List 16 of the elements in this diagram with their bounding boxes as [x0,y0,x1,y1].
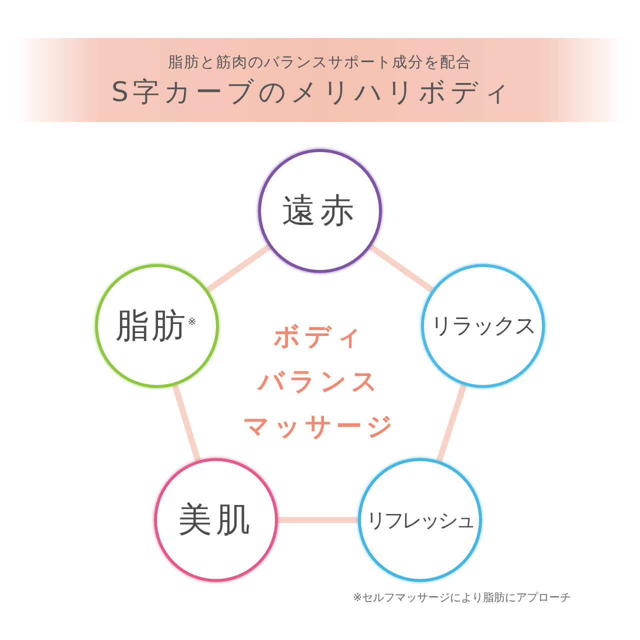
footnote: ※セルフマッサージにより脂肪にアプローチ [352,592,572,604]
circle-node: 遠赤 [258,149,382,273]
connector-line [436,384,467,462]
circle-node: 美肌 [154,458,278,582]
connector-line [278,517,358,523]
center-label: ボディ [274,322,366,352]
connector-line [368,244,434,293]
subtitle: 脂肪と筋肉のバランスサポート成分を配合 [168,54,472,70]
center-label: バランス [258,368,382,396]
circle-node: 脂肪$^{※}$ [95,264,219,388]
center-label: マッサージ [243,412,397,442]
connector-line [206,244,272,293]
circle-node: リフレッシュ [358,458,482,582]
connector-line [172,384,201,462]
title: S字カーブのメリハリボディ [111,78,515,108]
circle-node: リラックス [421,264,545,388]
